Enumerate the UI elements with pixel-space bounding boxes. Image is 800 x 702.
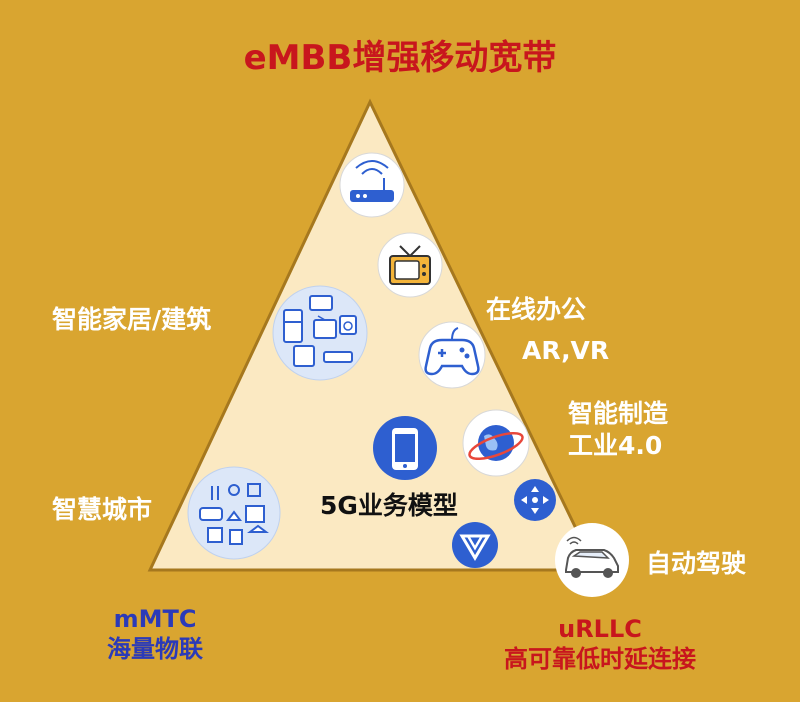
mmtc-label: mMTC 海量物联 [75, 604, 235, 664]
city-services-icon [187, 466, 281, 560]
label-smart-home: 智能家居/建筑 [52, 305, 212, 334]
label-smart-manufacturing-line1: 智能制造 [568, 399, 669, 428]
page-title: eMBB增强移动宽带 [243, 38, 557, 78]
gamepad-icon [418, 321, 486, 389]
label-smart-manufacturing: 智能制造 工业4.0 [568, 398, 668, 462]
network-node-icon [514, 479, 556, 521]
mmtc-title: mMTC [113, 605, 197, 633]
label-online-office: 在线办公 [486, 295, 587, 324]
center-label: 5G业务模型 [320, 491, 458, 520]
label-ar-vr: AR,VR [522, 336, 610, 365]
tv-icon [377, 232, 443, 298]
smartphone-icon [373, 416, 437, 480]
label-smart-city: 智慧城市 [52, 495, 153, 524]
label-smart-manufacturing-line2: 工业4.0 [568, 431, 663, 460]
brand-logo-icon [452, 522, 498, 568]
urllc-title: uRLLC [558, 615, 642, 643]
label-autonomous-driving: 自动驾驶 [646, 549, 747, 578]
globe-icon [462, 409, 530, 477]
urllc-label: uRLLC 高可靠低时延连接 [470, 614, 730, 674]
mmtc-subtitle: 海量物联 [107, 635, 203, 663]
router-icon [339, 152, 405, 218]
appliances-icon [272, 285, 368, 381]
urllc-subtitle: 高可靠低时延连接 [504, 645, 696, 673]
car-icon [555, 523, 629, 597]
